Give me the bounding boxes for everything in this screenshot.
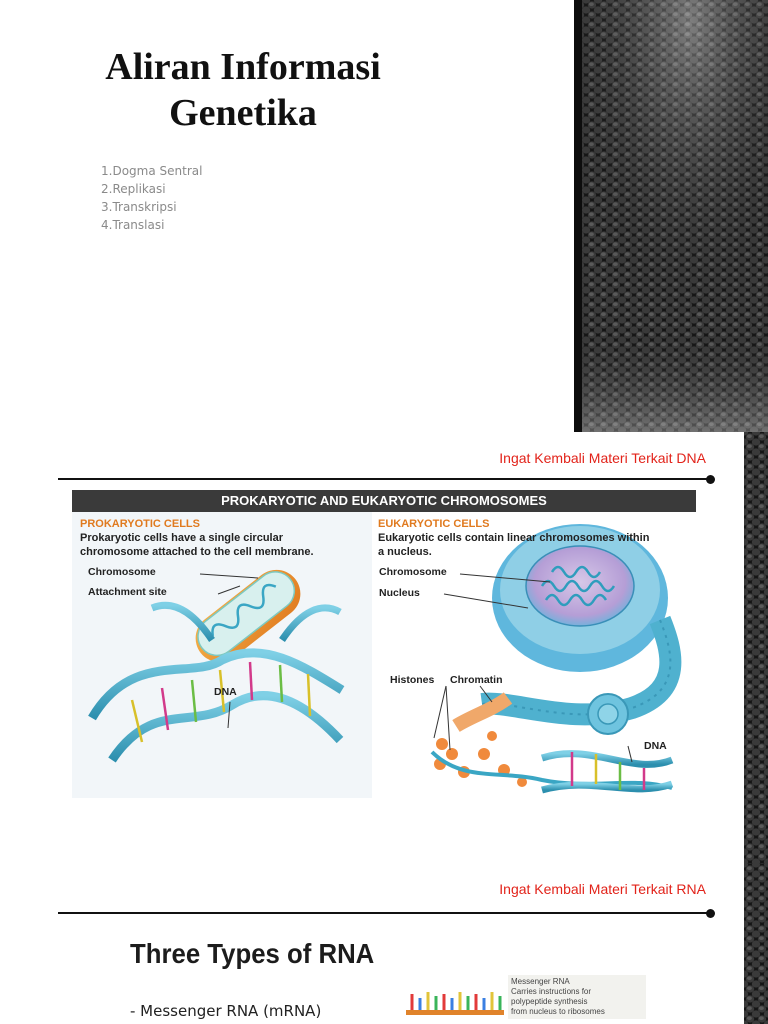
label-histones: Histones bbox=[390, 674, 435, 686]
eukaryotic-text: Eukaryotic cells contain linear chromoso… bbox=[378, 531, 649, 559]
histone-beads bbox=[434, 731, 527, 787]
decorative-carbon-panel bbox=[574, 0, 768, 432]
prokaryotic-cell bbox=[195, 569, 301, 663]
eukaryotic-text-line: a nucleus. bbox=[378, 546, 432, 558]
slide-1-title: Aliran Informasi Genetika bbox=[70, 44, 416, 136]
topic-item: 2.Replikasi bbox=[101, 182, 166, 196]
edge-texture-graphic bbox=[744, 432, 768, 864]
slide-3-heading: Ingat Kembali Materi Terkait RNA bbox=[499, 881, 706, 897]
chromosome-illustration bbox=[88, 524, 682, 794]
rna-type-item: - Messenger RNA (mRNA) bbox=[130, 1002, 322, 1020]
edge-texture-graphic bbox=[744, 864, 768, 1024]
note-line: polypeptide synthesis bbox=[511, 997, 588, 1006]
mrna-strand-graphic bbox=[406, 992, 504, 1015]
figure-title: PROKARYOTIC AND EUKARYOTIC CHROMOSOMES bbox=[72, 490, 696, 512]
slide-3: Ingat Kembali Materi Terkait RNA Three T… bbox=[0, 864, 768, 1024]
rule-end-dot bbox=[706, 474, 715, 484]
label-chromosome: Chromosome bbox=[379, 566, 447, 578]
mrna-description-box: Messenger RNA Carries instructions for p… bbox=[508, 975, 646, 1019]
topic-item: 3.Transkripsi bbox=[101, 200, 177, 214]
eukaryotic-text-line: Eukaryotic cells contain linear chromoso… bbox=[378, 532, 650, 544]
label-nucleus: Nucleus bbox=[379, 587, 420, 599]
note-line: Messenger RNA bbox=[511, 977, 570, 986]
slide-2-heading: Ingat Kembali Materi Terkait DNA bbox=[499, 450, 706, 466]
label-dna: DNA bbox=[644, 740, 667, 752]
note-line: from nucleus to ribosomes bbox=[511, 1007, 605, 1016]
topic-list: 1.Dogma Sentral 2.Replikasi 3.Transkrips… bbox=[101, 162, 202, 234]
note-line: Carries instructions for bbox=[511, 987, 592, 996]
rule-end-dot bbox=[706, 908, 715, 918]
chromosome-figure: PROKARYOTIC AND EUKARYOTIC CHROMOSOMES bbox=[72, 490, 696, 798]
carbon-texture-graphic bbox=[574, 0, 768, 432]
prokaryotic-text-line: chromosome attached to the cell membrane… bbox=[80, 546, 314, 558]
eukaryotic-nucleus bbox=[492, 524, 668, 672]
heading-rule bbox=[58, 912, 710, 914]
label-chromatin: Chromatin bbox=[450, 674, 503, 686]
decorative-edge-strip bbox=[744, 864, 768, 1024]
slide-1: Aliran Informasi Genetika 1.Dogma Sentra… bbox=[0, 0, 768, 432]
title-line-1: Aliran Informasi bbox=[105, 46, 381, 88]
eukaryotic-heading: EUKARYOTIC CELLS bbox=[378, 518, 490, 530]
prokaryotic-heading: PROKARYOTIC CELLS bbox=[80, 518, 200, 530]
topic-item: 4.Translasi bbox=[101, 218, 165, 232]
label-attachment-site: Attachment site bbox=[88, 586, 167, 598]
eukaryotic-chromatin bbox=[452, 615, 682, 735]
heading-rule bbox=[58, 478, 710, 480]
decorative-edge-strip bbox=[744, 432, 768, 864]
slide-2: Ingat Kembali Materi Terkait DNA PROKARY… bbox=[0, 432, 768, 864]
prokaryotic-text-line: Prokaryotic cells have a single circular bbox=[80, 532, 283, 544]
topic-item: 1.Dogma Sentral bbox=[101, 164, 203, 178]
label-chromosome: Chromosome bbox=[88, 566, 156, 578]
eukaryotic-dna-helix bbox=[540, 750, 674, 794]
rna-slide-title: Three Types of RNA bbox=[130, 938, 375, 969]
prokaryotic-dna-helix bbox=[88, 601, 345, 763]
title-line-2: Genetika bbox=[169, 92, 317, 134]
label-dna: DNA bbox=[214, 686, 237, 698]
prokaryotic-text: Prokaryotic cells have a single circular… bbox=[80, 531, 314, 559]
